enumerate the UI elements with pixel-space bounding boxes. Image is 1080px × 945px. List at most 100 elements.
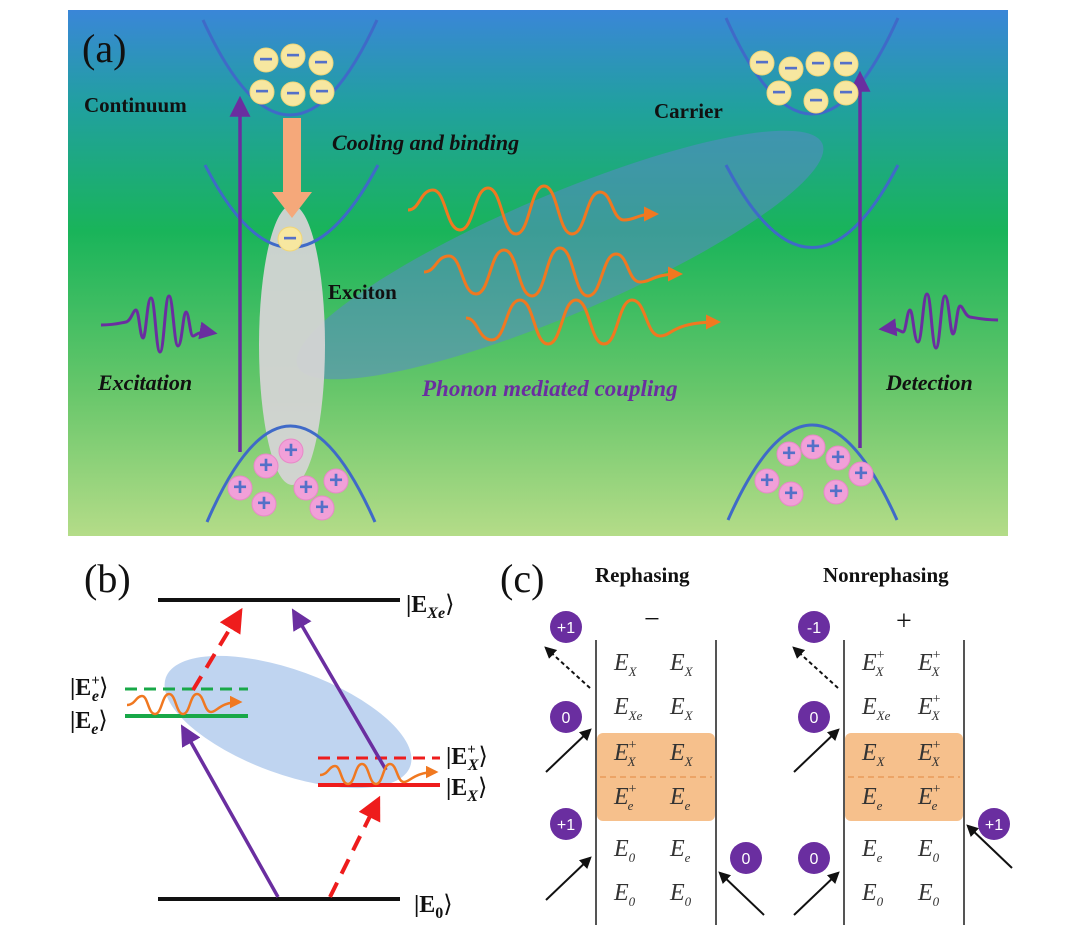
label-e0: |E0⟩ <box>414 892 453 922</box>
detection-pulse <box>878 292 999 350</box>
nonrephasing-cell-5-0: E0 <box>861 880 884 909</box>
electron-left-3: − <box>249 78 275 105</box>
svg-text:+: + <box>784 480 798 507</box>
svg-text:+: + <box>829 478 843 505</box>
svg-text:−: − <box>772 79 786 106</box>
phonon-wave-3 <box>465 298 721 346</box>
dashed-ee-to-exe <box>191 607 243 692</box>
hole-right-5: + <box>823 478 849 505</box>
cooling-label: Cooling and binding <box>332 130 519 155</box>
nonrep-arrow-in-3 <box>966 824 1013 869</box>
svg-text:+: + <box>831 444 845 471</box>
nonrep-arrow-in-2 <box>793 871 840 916</box>
svg-text:−: − <box>839 79 853 106</box>
exciton-electron: − <box>277 225 303 252</box>
electron-right-2: − <box>805 50 831 77</box>
nonrephasing-cell-0-0: E+X <box>861 648 885 679</box>
nonrep-badge-3: 0 <box>798 842 830 874</box>
nonrephasing-cell-4-1: E0 <box>917 836 940 865</box>
rep-badge-2: 0 <box>550 701 582 733</box>
rep-arrow-in-2 <box>545 856 592 901</box>
exciton-label: Exciton <box>328 280 397 304</box>
nonrephasing-cell-1-0: EXe <box>861 694 891 723</box>
label-ex: |EX⟩ <box>446 775 487 805</box>
svg-text:−: − <box>255 78 269 105</box>
left-valence-band <box>205 424 377 523</box>
svg-text:−: − <box>315 78 329 105</box>
svg-text:+: + <box>854 460 868 487</box>
svg-text:−: − <box>314 49 328 76</box>
electron-left-5: − <box>309 78 335 105</box>
svg-text:−: − <box>755 49 769 76</box>
nonrephasing-cell-1-1: E+X <box>917 692 941 723</box>
svg-text:+: + <box>315 494 329 521</box>
rephasing-sign: − <box>644 604 660 635</box>
excitation-label: Excitation <box>97 370 192 395</box>
rep-badge-3: +1 <box>550 808 582 840</box>
rephasing-cell-0-1: EX <box>669 650 694 679</box>
nonrep-badge-2: 0 <box>798 701 830 733</box>
rephasing-cell-3-1: Ee <box>669 784 691 813</box>
rep-arrow-out <box>544 646 591 689</box>
rephasing-title: Rephasing <box>595 563 690 587</box>
hole-right-6: + <box>778 480 804 507</box>
label-ee-plus: |E+e⟩ <box>70 673 108 705</box>
right-conduction-band-lower <box>724 164 900 249</box>
nonrep-badge-4: +1 <box>978 808 1010 840</box>
svg-text:+: + <box>284 437 298 464</box>
hole-left-2: + <box>227 474 253 501</box>
right-electrons: −−−−−−− <box>749 49 859 114</box>
dashed-e0-to-ex <box>328 795 381 898</box>
nonrephasing-title: Nonrephasing <box>823 563 949 587</box>
svg-text:0: 0 <box>742 851 751 868</box>
electron-right-1: − <box>778 55 804 82</box>
panel-c-label: (c) <box>500 556 544 601</box>
svg-text:0: 0 <box>810 851 819 868</box>
svg-text:+1: +1 <box>557 620 575 637</box>
rephasing-cell-0-0: EX <box>613 650 638 679</box>
hole-right-1: + <box>800 433 826 460</box>
electron-right-6: − <box>833 79 859 106</box>
rep-badge-1: +1 <box>550 611 582 643</box>
electron-left-1: − <box>280 42 306 69</box>
svg-text:−: − <box>811 50 825 77</box>
hole-right-2: + <box>825 444 851 471</box>
svg-text:+: + <box>782 440 796 467</box>
electron-right-3: − <box>833 50 859 77</box>
left-electrons: −−−−−− <box>249 42 335 107</box>
panel-a: −−−−−− −−−−−−− − +++++++ +++++++ (a) Con… <box>68 10 1008 536</box>
nonrephasing-cell-4-0: Ee <box>861 836 883 865</box>
rephasing-cell-4-1: Ee <box>669 836 691 865</box>
rephasing-cell-4-0: E0 <box>613 836 636 865</box>
excitation-pulse <box>100 294 218 354</box>
rephasing-cell-5-1: E0 <box>669 880 692 909</box>
svg-text:+: + <box>233 474 247 501</box>
svg-text:−: − <box>286 42 300 69</box>
svg-text:-1: -1 <box>807 620 821 637</box>
label-ex-plus: |E+X⟩ <box>446 742 488 774</box>
rephasing-cell-2-1: EX <box>669 740 694 769</box>
rephasing-cell-1-1: EX <box>669 694 694 723</box>
rephasing-cell-3-0: E+e <box>613 782 637 813</box>
svg-text:+: + <box>299 474 313 501</box>
svg-text:+: + <box>760 467 774 494</box>
panel-b-label: (b) <box>84 556 131 601</box>
nonrephasing-cell-2-0: EX <box>861 740 886 769</box>
electron-right-5: − <box>803 87 829 114</box>
nonrephasing-cell-3-1: E+e <box>917 782 941 813</box>
hole-right-3: + <box>848 460 874 487</box>
label-ee: |Ee⟩ <box>70 708 108 738</box>
hole-right-4: + <box>754 467 780 494</box>
hole-left-0: + <box>278 437 304 464</box>
nonrephasing-cell-3-0: Ee <box>861 784 883 813</box>
hole-right-0: + <box>776 440 802 467</box>
rep-arrow-in-3 <box>718 871 765 916</box>
electron-exciton: − <box>277 225 303 252</box>
svg-text:0: 0 <box>562 710 571 727</box>
nonrephasing-cell-5-1: E0 <box>917 880 940 909</box>
phonon-wave-1 <box>407 184 659 236</box>
phonon-wave-2 <box>423 246 683 298</box>
transition-ex-to-exe <box>291 608 388 771</box>
